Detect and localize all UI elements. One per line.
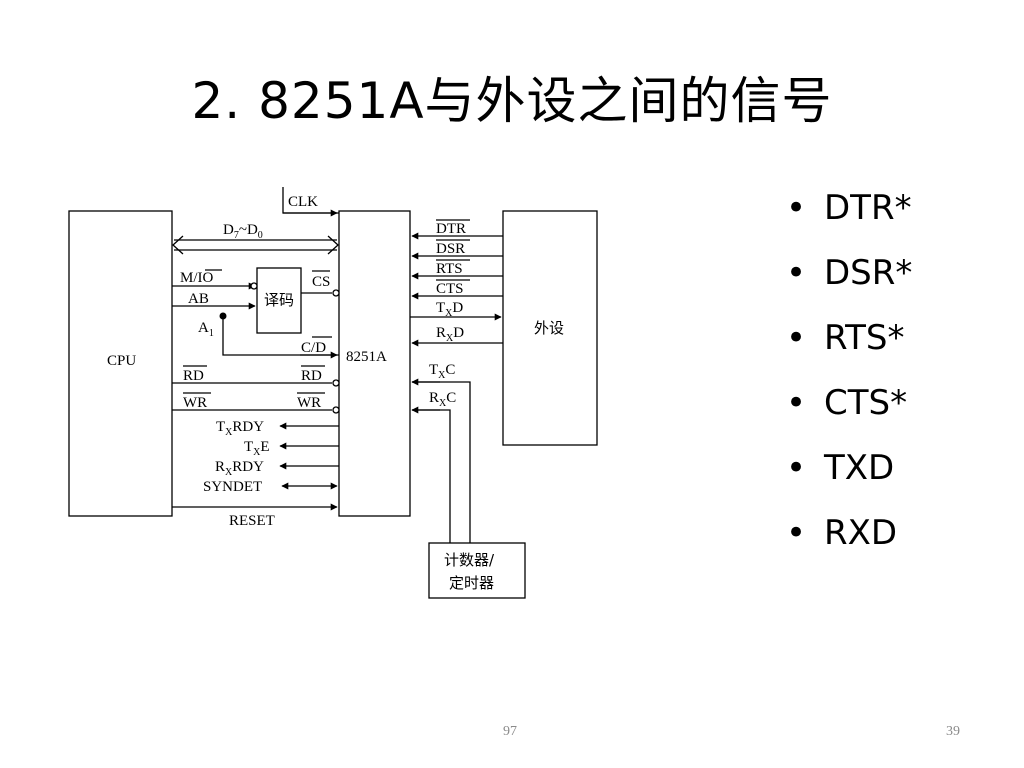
peripheral-label: 外设 [534, 319, 564, 337]
bullet-dot-icon: • [786, 188, 807, 228]
signal-bullet-list: •DTR* •DSR* •RTS* •CTS* •TXD •RXD [786, 178, 912, 568]
data-bus-right-head [327, 235, 339, 255]
rd-cpu-label: RD [183, 368, 204, 384]
rts-label: RTS [436, 261, 463, 277]
cd-label: C/D [301, 340, 326, 356]
txrdy-label: TXRDY [216, 419, 264, 438]
reset-label: RESET [229, 513, 275, 529]
cpu-block [68, 210, 173, 517]
ab-label: AB [188, 291, 209, 307]
cs-label: CS [312, 274, 330, 290]
bullet-item: •CTS* [786, 373, 912, 438]
rxc-line [412, 409, 451, 543]
cs-bubble [332, 289, 340, 297]
rxd-label: RXD [436, 325, 464, 344]
txc-label: TXC [429, 362, 455, 381]
bullet-dot-icon: • [786, 318, 807, 358]
usart-label: 8251A [346, 349, 387, 365]
rxrdy-label: RXRDY [215, 459, 264, 478]
decoder-label: 译码 [264, 291, 294, 309]
wr-usart-label: WR [297, 395, 321, 411]
timer-block [428, 542, 526, 599]
a1-label: A1 [198, 320, 214, 339]
rd-usart-label: RD [301, 368, 322, 384]
bullet-item: •DTR* [786, 178, 912, 243]
usart-8251a-block [338, 210, 411, 517]
wr-bubble [332, 406, 340, 414]
bullet-dot-icon: • [786, 253, 807, 293]
txd-label: TXD [436, 300, 463, 319]
rd-bubble [332, 379, 340, 387]
cts-label: CTS [436, 281, 464, 297]
peripheral-block [502, 210, 598, 446]
decoder-block [256, 267, 302, 334]
bullet-item: •DSR* [786, 243, 912, 308]
timer-label-line1: 计数器/ [444, 551, 495, 569]
cpu-label: CPU [107, 353, 136, 369]
wr-cpu-label: WR [183, 395, 207, 411]
clk-label: CLK [288, 194, 318, 210]
txe-label: TXE [244, 439, 270, 458]
rxc-label: RXC [429, 390, 456, 409]
bullet-item: •RTS* [786, 308, 912, 373]
dtr-label: DTR [436, 221, 466, 237]
dsr-label: DSR [436, 241, 465, 257]
m-io-label: M/IO [180, 270, 214, 286]
a1-junction-dot [219, 312, 227, 320]
page-number: 39 [946, 724, 960, 739]
footer-center-number: 97 [503, 724, 517, 739]
bullet-dot-icon: • [786, 383, 807, 423]
m-io-bubble [250, 282, 258, 290]
bullet-dot-icon: • [786, 513, 807, 553]
bullet-dot-icon: • [786, 448, 807, 488]
bullet-item: •RXD [786, 503, 912, 568]
syndet-label: SYNDET [203, 479, 262, 495]
timer-label-line2: 定时器 [449, 574, 494, 592]
data-bus-left-head [172, 235, 184, 255]
slide-title: 2. 8251A与外设之间的信号 [191, 72, 833, 130]
data-bus-label: D7~D0 [223, 222, 263, 241]
bullet-item: •TXD [786, 438, 912, 503]
